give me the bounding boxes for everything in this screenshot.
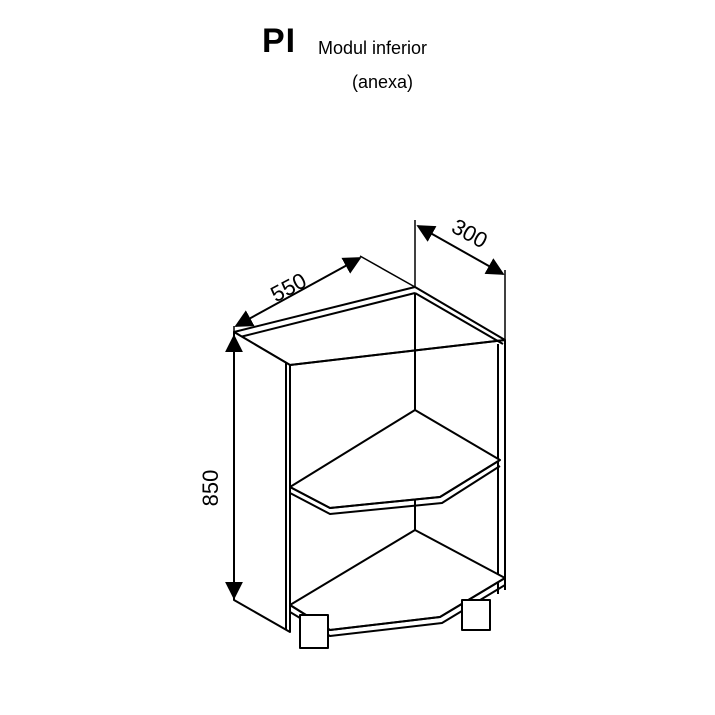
dim-850-label: 850	[198, 470, 223, 507]
middle-shelf-thickness	[289, 465, 501, 515]
dim-300-line	[416, 225, 505, 275]
dim-550-extension-right	[359, 255, 416, 288]
leg-front-right	[461, 599, 491, 631]
middle-shelf-front-edge	[289, 459, 501, 509]
title-name: Modul inferior	[318, 38, 428, 58]
leg-front-left	[299, 614, 329, 649]
title-code: PI	[262, 22, 297, 60]
dim-550-line	[234, 257, 362, 327]
cabinet-body	[233, 286, 506, 649]
dimension-lines	[225, 220, 506, 600]
middle-shelf	[289, 409, 501, 509]
top-panel-side-edge	[414, 292, 504, 345]
top-panel-edge	[289, 339, 506, 366]
left-side-panel	[233, 331, 291, 633]
dim-550-label: 550	[266, 268, 310, 307]
title-subtitle: (anexa)	[352, 72, 414, 92]
